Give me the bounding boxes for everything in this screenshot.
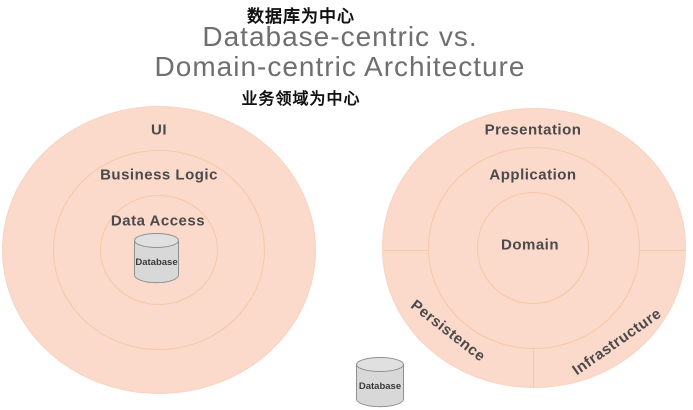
ring-business-logic: [53, 150, 265, 350]
ring-label-application: Application: [489, 166, 577, 184]
database-cylinder-label: Database: [135, 257, 177, 268]
ring-label-domain: Domain: [500, 236, 560, 254]
title-line-1: Database-centric vs.: [202, 21, 478, 52]
sector-divider-bottom: [533, 348, 534, 388]
ring-label-business-logic: Business Logic: [100, 166, 218, 184]
diagram-title: Database-centric vs. Domain-centric Arch…: [40, 22, 640, 82]
sector-divider-right: [639, 250, 685, 251]
sector-divider-left: [384, 250, 429, 251]
database-cylinder-icon: Database: [134, 233, 179, 284]
caption-database-centric-zh: 数据库为中心: [247, 7, 355, 26]
external-database-cylinder-icon: Database: [356, 357, 404, 408]
caption-domain-centric-zh: 业务领域为中心: [241, 91, 361, 108]
ring-data-access: [100, 195, 218, 305]
ring-label-ui: UI: [151, 121, 167, 139]
title-line-2: Domain-centric Architecture: [154, 51, 526, 82]
ring-label-data-access: Data Access: [110, 212, 206, 230]
ring-label-presentation: Presentation: [484, 121, 582, 139]
ring-domain: [477, 192, 589, 304]
external-database-cylinder-label: Database: [359, 381, 401, 392]
ring-application: [428, 147, 640, 349]
